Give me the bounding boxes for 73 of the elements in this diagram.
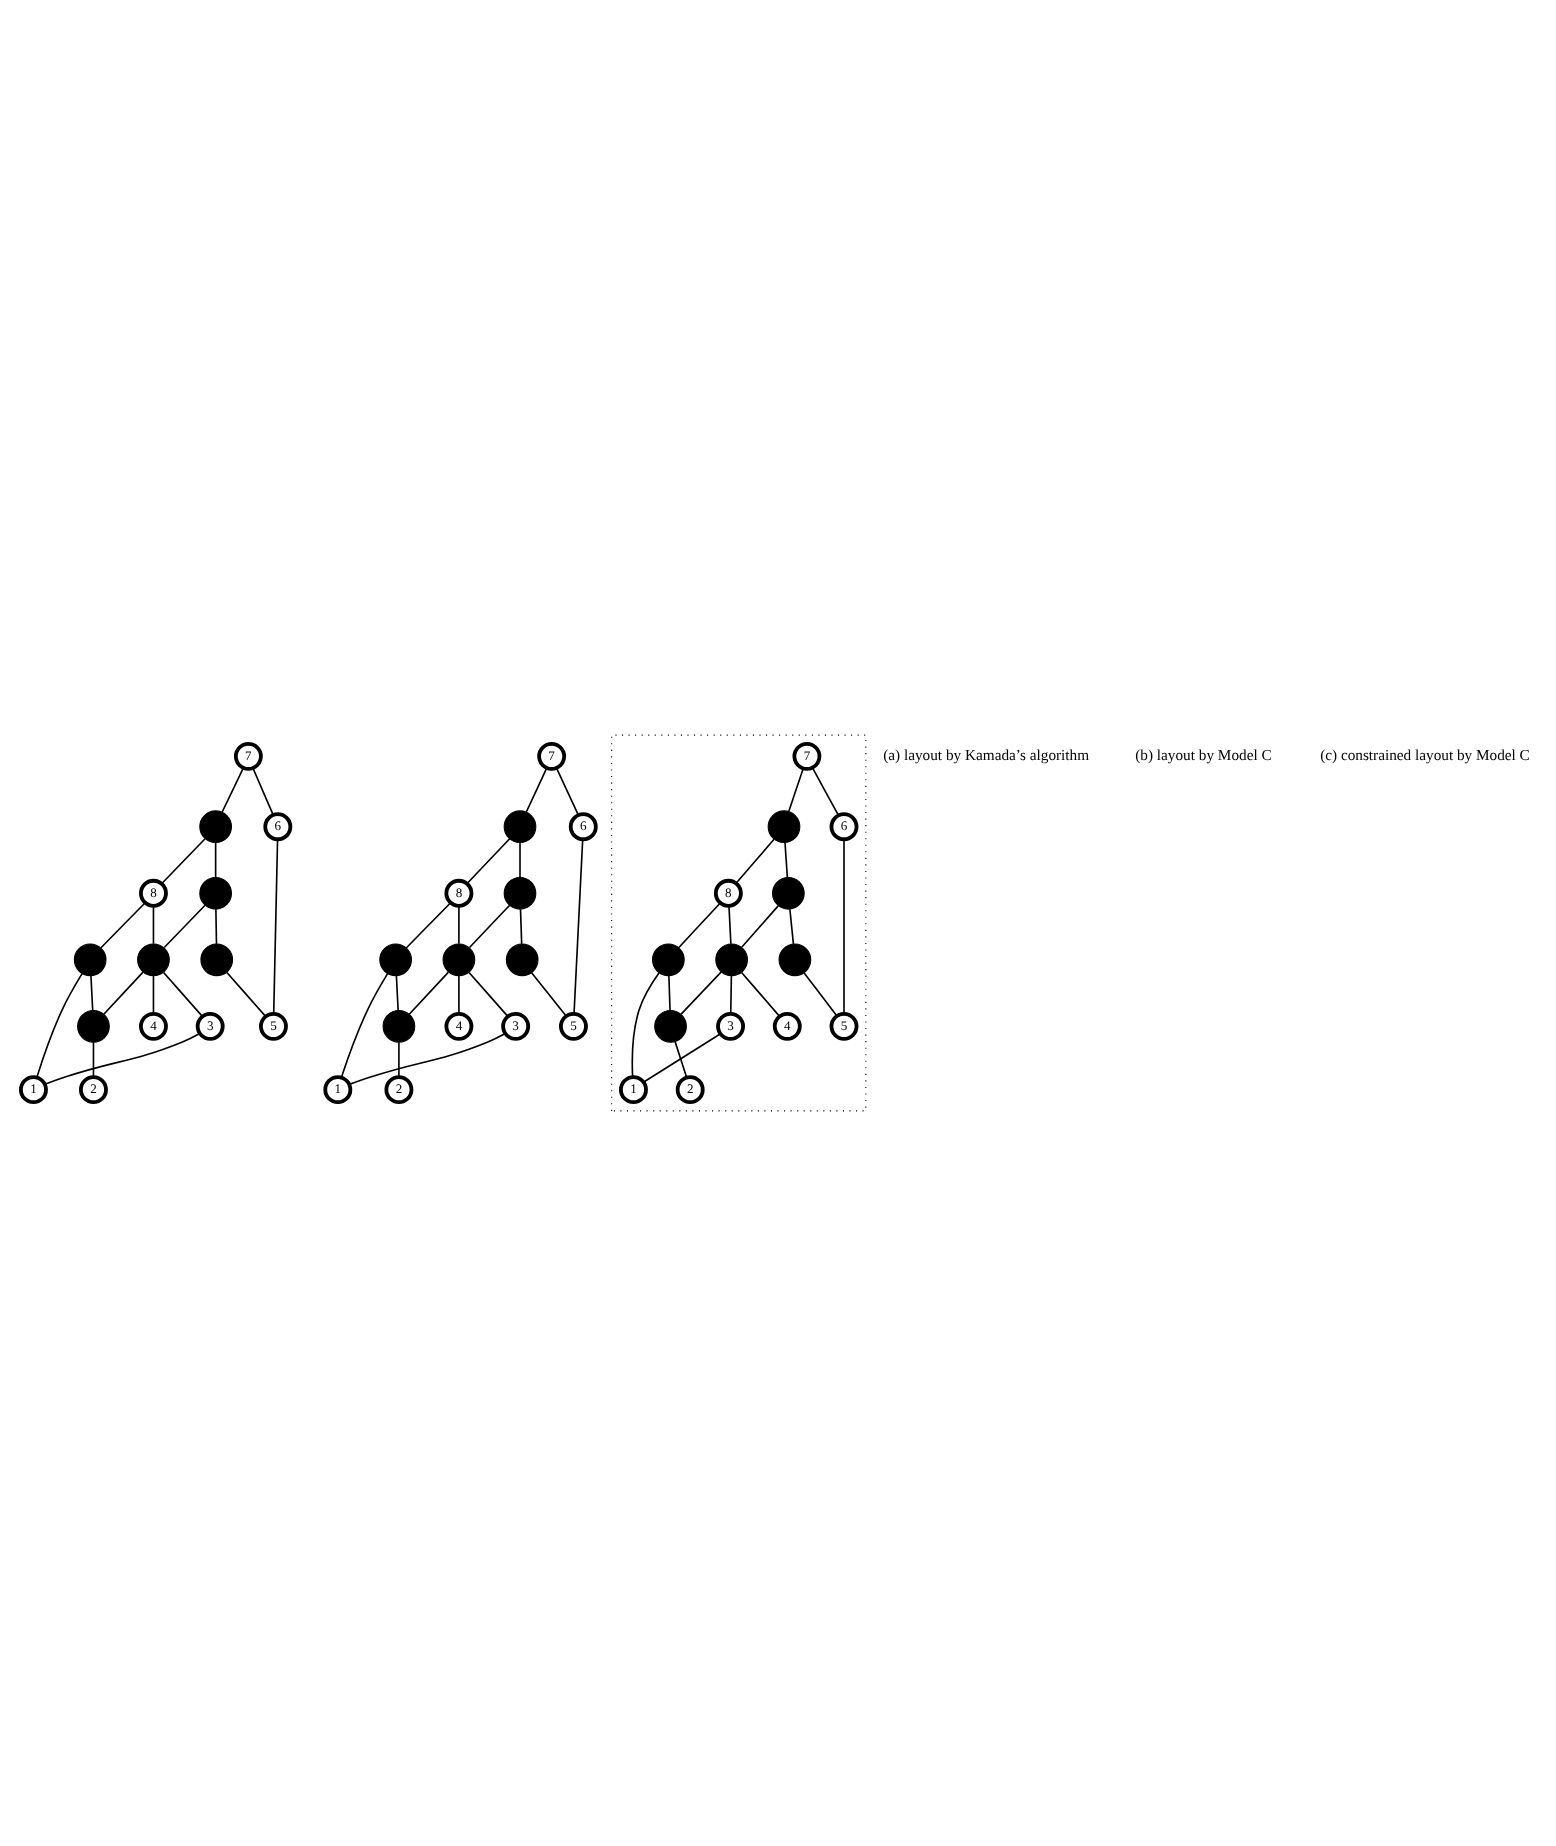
connector — [642, 1033, 721, 1083]
connector — [36, 972, 83, 1078]
connector — [152, 905, 155, 945]
connector — [784, 841, 789, 879]
connector — [163, 904, 206, 949]
node-circle — [137, 943, 170, 977]
connector — [803, 972, 838, 1017]
connector — [674, 1040, 688, 1079]
connector — [458, 975, 460, 1015]
connector — [631, 971, 660, 1078]
connector — [221, 767, 245, 813]
node-circle — [503, 876, 537, 910]
connector — [458, 905, 460, 945]
connector — [214, 841, 217, 879]
connector — [525, 767, 548, 813]
node-circle — [199, 810, 232, 844]
connector — [519, 908, 523, 945]
connector — [735, 838, 775, 885]
connector — [405, 901, 452, 949]
label: (c) constrained layout by Model C — [1320, 746, 1530, 765]
connector — [348, 1032, 506, 1086]
connector — [102, 971, 144, 1015]
connector — [92, 1041, 95, 1078]
connector — [272, 838, 279, 1015]
connector — [468, 971, 509, 1018]
connector — [573, 838, 584, 1015]
connector — [340, 972, 389, 1079]
connector — [162, 971, 204, 1018]
node-circle — [654, 1010, 687, 1043]
node-circle — [379, 943, 412, 977]
node-circle — [505, 943, 539, 977]
label: (a) layout by Kamada’s algorithm — [883, 746, 1090, 765]
node-circle — [778, 943, 812, 977]
node-circle — [772, 876, 805, 910]
connector — [395, 975, 399, 1012]
connector — [408, 971, 450, 1015]
connector — [398, 1041, 400, 1078]
node-circle — [200, 943, 234, 977]
connector — [252, 767, 274, 816]
connector — [677, 902, 721, 949]
node-circle — [77, 1010, 110, 1043]
node-circle — [199, 876, 232, 910]
connector — [680, 971, 723, 1015]
connector — [530, 971, 567, 1017]
connector — [215, 908, 218, 945]
connector — [44, 1032, 201, 1086]
connector — [729, 975, 733, 1015]
connector — [519, 841, 521, 879]
node-circle — [652, 943, 685, 977]
connector — [788, 767, 805, 812]
connector — [811, 767, 840, 816]
node-circle — [767, 810, 801, 844]
connector — [161, 837, 206, 885]
connector — [226, 971, 267, 1018]
connector — [740, 971, 781, 1018]
node-circle — [442, 943, 476, 977]
connector — [789, 908, 795, 945]
label: (b) layout by Model C — [1135, 746, 1272, 765]
connector — [728, 905, 732, 945]
connector — [90, 975, 94, 1012]
connector — [152, 975, 155, 1015]
node-circle — [382, 1010, 416, 1043]
connector — [466, 837, 511, 885]
node-circle — [715, 943, 748, 977]
connector — [740, 905, 780, 949]
node-circle — [503, 810, 537, 844]
connector — [555, 767, 580, 816]
connector — [668, 975, 671, 1012]
node-circle — [73, 943, 107, 977]
connector — [99, 901, 146, 949]
cluster — [611, 734, 867, 1112]
connector — [468, 904, 511, 949]
connector — [843, 838, 845, 1015]
